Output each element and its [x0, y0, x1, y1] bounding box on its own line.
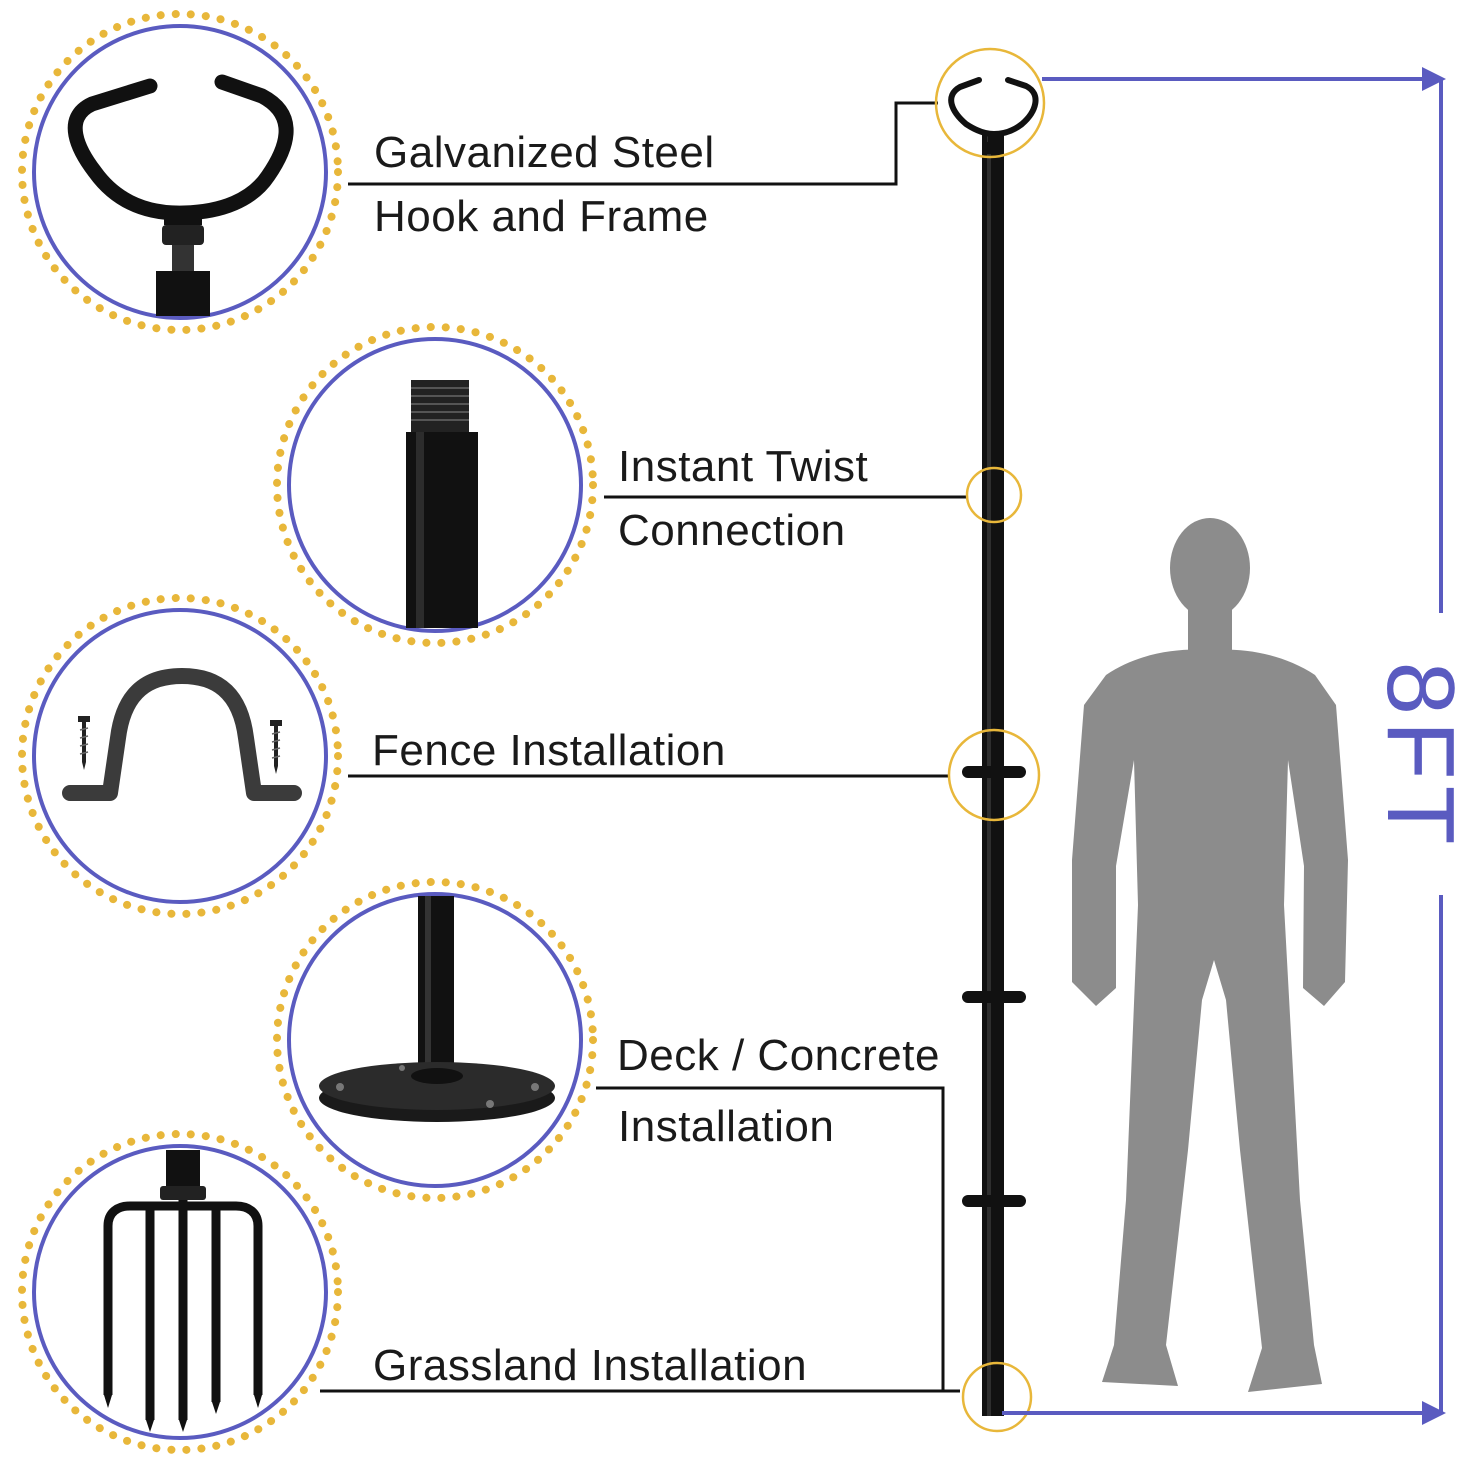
person-silhouette: [1072, 518, 1348, 1392]
hook-detail-circle: [18, 10, 342, 334]
leader-lines: [320, 101, 968, 1393]
hook-label-line1: Galvanized Steel: [374, 128, 715, 177]
twist-label-line1: Instant Twist: [618, 442, 869, 491]
hook-icon: [67, 74, 294, 316]
deck-label-line1: Deck / Concrete: [617, 1031, 940, 1080]
pole-callout-circles: [934, 47, 1046, 1433]
screw-icon: [270, 720, 282, 774]
arrow-right-icon: [1422, 67, 1446, 91]
bracket-icon: [62, 668, 302, 801]
ground-stake-icon: [103, 1150, 263, 1432]
twist-detail-circle: [273, 323, 597, 647]
pole-hook-icon: [948, 77, 1039, 154]
height-dimension-line: [1002, 77, 1443, 1415]
fence-label: Fence Installation: [372, 726, 726, 775]
grass-label: Grassland Installation: [373, 1341, 808, 1390]
deck-detail-circle: [273, 878, 597, 1202]
screw-icon: [78, 716, 90, 770]
arrow-right-icon: [1422, 1401, 1446, 1425]
fence-detail-circle: [18, 594, 342, 918]
twist-label-line2: Connection: [618, 506, 846, 555]
pole-bracket-icon: [962, 766, 1026, 1207]
height-label: 8FT: [1367, 661, 1474, 851]
hook-label-line2: Hook and Frame: [374, 192, 709, 241]
twist-connector-icon: [406, 380, 478, 628]
base-plate-icon: [319, 896, 555, 1122]
grass-detail-circle: [18, 1130, 342, 1454]
deck-label-line2: Installation: [618, 1102, 835, 1151]
